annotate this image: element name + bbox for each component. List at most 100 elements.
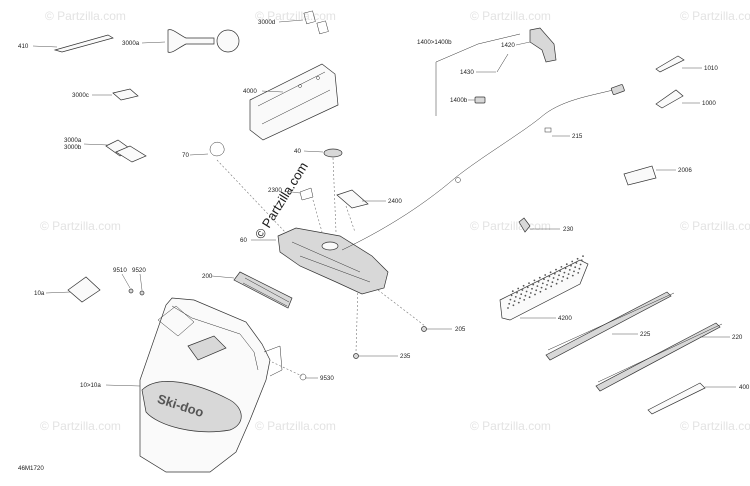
perforation-pattern xyxy=(507,255,584,309)
perforation-dot xyxy=(571,260,574,263)
perforation-dot xyxy=(517,301,520,304)
perforation-dot xyxy=(528,282,530,284)
callout-9530: 9530 xyxy=(320,375,334,382)
watermark-text: © Partzilla.com xyxy=(470,219,551,233)
watermark-text: © Partzilla.com xyxy=(680,419,750,433)
watermark-text: © Partzilla.com xyxy=(255,419,336,433)
watermarks: © Partzilla.com © Partzilla.com © Partzi… xyxy=(40,9,750,433)
part-205-nut[interactable] xyxy=(421,326,427,332)
watermark-text: © Partzilla.com xyxy=(680,219,750,233)
callout-1000: 1000 xyxy=(702,100,716,107)
perforation-dot xyxy=(544,274,547,276)
watermark-text: © Partzilla.com xyxy=(255,9,336,23)
part-1400-bracket-group[interactable] xyxy=(435,27,557,116)
callout-1010: 1010 xyxy=(704,65,718,72)
perforation-dot xyxy=(511,290,514,293)
part-2400-decal[interactable] xyxy=(336,189,369,209)
part-10a-lens[interactable] xyxy=(67,276,101,303)
perforation-dot xyxy=(547,279,550,282)
perforation-dot xyxy=(560,266,563,268)
callout-410: 410 xyxy=(18,43,29,50)
callout-215: 215 xyxy=(572,133,583,140)
part-2300-strip[interactable] xyxy=(299,187,314,201)
part-1000-decal[interactable] xyxy=(655,89,684,109)
perforation-dot xyxy=(574,266,577,269)
part-400-decal[interactable] xyxy=(647,382,706,415)
watermark-text: © Partzilla.com xyxy=(470,419,551,433)
perforation-dot xyxy=(538,276,541,279)
callout-3000d: 3000d xyxy=(258,19,276,26)
perforation-dot xyxy=(520,293,523,296)
part-3000a-3000b-pads[interactable] xyxy=(105,139,147,163)
callout-200: 200 xyxy=(202,273,213,280)
part-2006-decal[interactable] xyxy=(623,165,657,186)
assembly-guide-lines xyxy=(216,157,426,377)
perforation-dot xyxy=(576,257,579,260)
perforation-dot xyxy=(568,269,571,271)
part-9530-fastener[interactable] xyxy=(299,373,307,381)
callout-1430: 1430 xyxy=(460,69,474,76)
perforation-dot xyxy=(522,284,525,287)
callout-4000: 4000 xyxy=(243,88,257,95)
callout-3000a-top: 3000a xyxy=(122,40,140,47)
perforation-dot xyxy=(525,290,528,293)
perforation-dot xyxy=(580,259,583,262)
diagram-code: 46M1720 xyxy=(18,465,44,472)
perforation-dot xyxy=(564,267,567,270)
part-220-rail[interactable] xyxy=(595,322,723,392)
part-10-nose-panel[interactable]: Ski-doo xyxy=(139,297,283,473)
perforation-dot xyxy=(532,283,535,286)
callout-3000a: 3000a xyxy=(64,137,82,144)
perforation-dot xyxy=(582,255,584,257)
callout-3000c: 3000c xyxy=(72,92,89,99)
part-235-clip[interactable] xyxy=(353,353,359,359)
perforation-dot xyxy=(533,279,536,282)
part-3000a-horn[interactable] xyxy=(167,29,240,53)
perforation-dot xyxy=(573,270,575,273)
callout-1420: 1420 xyxy=(501,42,515,49)
perforation-dot xyxy=(552,277,555,279)
part-4200-perforated-panel[interactable] xyxy=(499,255,589,321)
part-4000-panel[interactable] xyxy=(249,63,339,141)
part-215-cable[interactable] xyxy=(341,84,625,251)
perforation-dot xyxy=(578,267,581,270)
part-40-cap[interactable] xyxy=(323,148,343,158)
perforation-dot xyxy=(579,263,582,266)
perforation-dot xyxy=(519,297,521,300)
part-60-housing[interactable] xyxy=(277,227,389,295)
perforation-dot xyxy=(514,296,517,298)
part-410-decal[interactable] xyxy=(53,34,114,53)
part-225-rail[interactable] xyxy=(545,291,675,361)
part-3000c-pad[interactable] xyxy=(112,88,139,101)
perforation-dot xyxy=(512,304,515,307)
part-1010-decal[interactable] xyxy=(655,55,685,73)
part-230-clip[interactable] xyxy=(518,217,531,233)
callout-2006: 2006 xyxy=(678,167,692,174)
perforation-dot xyxy=(577,272,580,274)
callout-1400b: 1400b xyxy=(450,97,468,104)
perforation-dot xyxy=(558,274,560,277)
callout-4200: 4200 xyxy=(558,315,572,322)
perforation-dot xyxy=(570,264,572,267)
watermark-text: © Partzilla.com xyxy=(680,9,750,23)
part-9510-9520-screws[interactable] xyxy=(128,288,145,296)
perforation-dot xyxy=(521,289,524,291)
perforation-dot xyxy=(541,282,544,285)
part-200-vent[interactable] xyxy=(233,271,293,309)
perforation-dot xyxy=(559,270,562,272)
perforation-dot xyxy=(534,293,536,296)
perforation-dot xyxy=(550,285,553,288)
perforation-dot xyxy=(555,268,557,271)
perforation-dot xyxy=(565,263,568,266)
perforation-dot xyxy=(553,272,556,275)
callout-40: 40 xyxy=(294,148,301,155)
perforation-dot xyxy=(555,282,558,285)
perforation-dot xyxy=(523,299,526,301)
perforation-dot xyxy=(508,302,511,305)
part-3000d-clips[interactable] xyxy=(303,10,329,35)
part-70-gasket[interactable] xyxy=(209,142,225,157)
perforation-dot xyxy=(531,287,533,290)
watermark-text: © Partzilla.com xyxy=(40,419,121,433)
perforation-dot xyxy=(551,281,554,284)
